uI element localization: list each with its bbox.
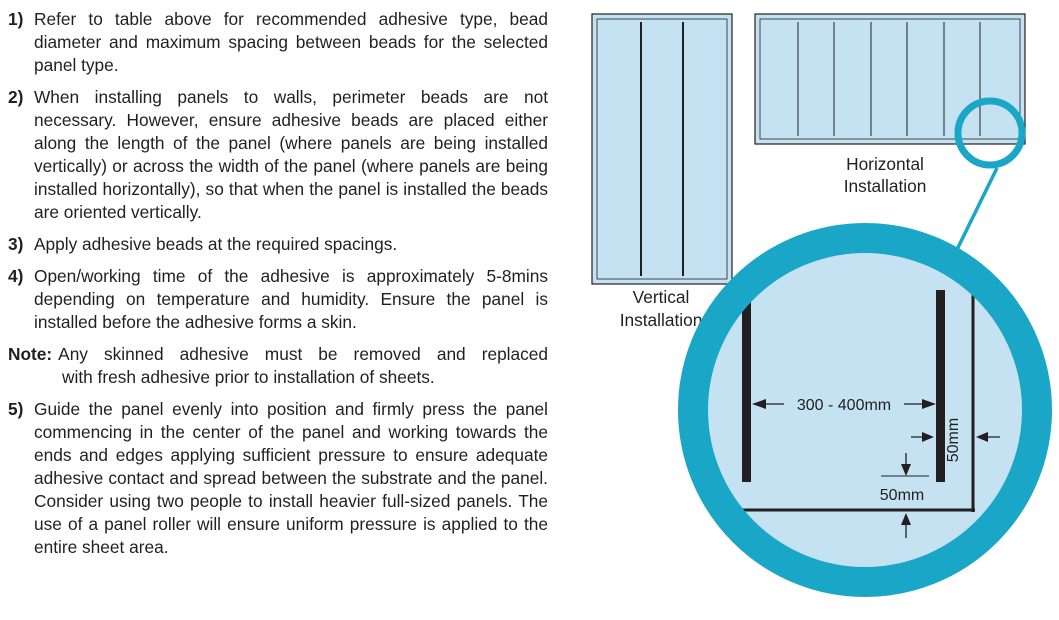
note: Note: Any skinned adhesive must be remov… — [8, 343, 548, 389]
note-text-line-1: Any skinned adhesive must be removed and… — [58, 344, 548, 364]
spacing-label: 300 - 400mm — [797, 397, 891, 414]
note-label: Note: — [8, 344, 53, 364]
side-edge-label: 50mm — [945, 418, 962, 462]
note-text-line-2: with fresh adhesive prior to installatio… — [62, 367, 435, 387]
step-number: 3) — [8, 234, 24, 254]
vertical-panel — [591, 13, 733, 285]
magnified-detail — [678, 223, 1052, 597]
magnifier-small-circle — [954, 97, 1026, 169]
step-4: 4) Open/working time of the adhesive is … — [8, 265, 548, 334]
step-1: 1) Refer to table above for recommended … — [8, 8, 548, 77]
adhesive-bead-left — [742, 295, 751, 482]
step-text: Refer to table above for recommended adh… — [34, 9, 548, 75]
step-number: 2) — [8, 87, 24, 107]
side-edge-dimension — [911, 432, 1000, 442]
step-3: 3) Apply adhesive beads at the required … — [8, 233, 548, 256]
step-number: 5) — [8, 399, 24, 419]
bottom-edge-label: 50mm — [880, 487, 924, 504]
horizontal-panel — [754, 13, 1026, 145]
spacing-dimension — [752, 399, 936, 409]
step-text: Open/working time of the adhesive is app… — [34, 266, 548, 332]
step-text: Guide the panel evenly into position and… — [34, 399, 548, 557]
installation-steps: 1) Refer to table above for recommended … — [8, 8, 548, 568]
adhesive-bead-right — [936, 290, 945, 482]
step-2: 2) When installing panels to walls, peri… — [8, 86, 548, 224]
step-number: 1) — [8, 9, 24, 29]
bottom-edge-dimension — [881, 453, 929, 538]
horizontal-label-line-1: Horizontal — [846, 154, 924, 174]
vertical-label-line-1: Vertical — [633, 287, 690, 307]
vertical-label-line-2: Installation — [620, 310, 703, 330]
horizontal-label-line-2: Installation — [844, 176, 927, 196]
step-text: When installing panels to walls, perimet… — [34, 87, 548, 222]
step-number: 4) — [8, 266, 24, 286]
step-5: 5) Guide the panel evenly into position … — [8, 398, 548, 559]
step-text: Apply adhesive beads at the required spa… — [34, 234, 398, 254]
